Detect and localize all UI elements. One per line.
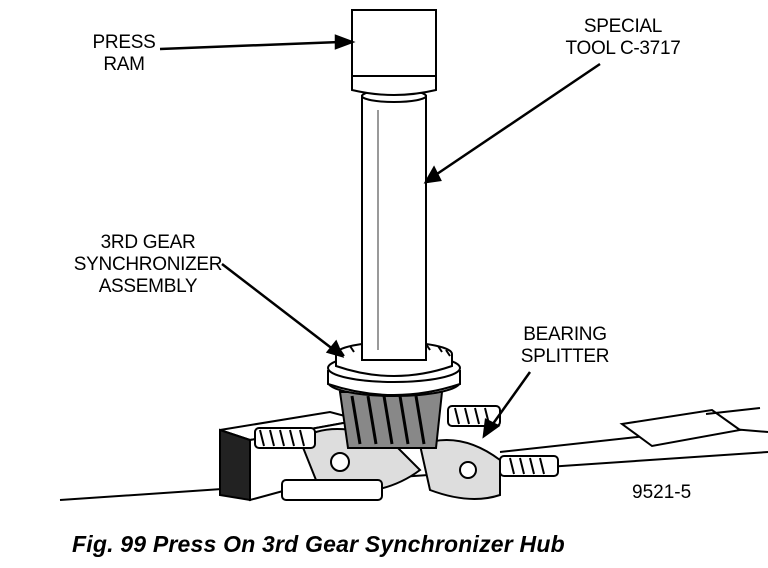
synchronizer-label-line2: SYNCHRONIZER [73, 254, 223, 275]
press-ram-label-line2: RAM [103, 54, 145, 75]
ground-line [59, 451, 768, 501]
special-tool-label: SPECIAL TOOL C-3717 [548, 16, 698, 60]
bearing-splitter-label: BEARING SPLITTER [506, 324, 624, 368]
figure-caption: Fig. 99 Press On 3rd Gear Synchronizer H… [72, 531, 565, 557]
synchronizer-label: 3RD GEAR SYNCHRONIZER ASSEMBLY [68, 232, 228, 298]
bearing-splitter-label-line2: SPLITTER [520, 346, 610, 367]
splitter-bolts [254, 405, 559, 501]
press-rail [499, 407, 768, 453]
press-ram-label: PRESS RAM [86, 32, 162, 76]
special-tool-label-line1: SPECIAL [583, 16, 663, 37]
synchronizer-label-line3: ASSEMBLY [98, 276, 198, 297]
leader-lines [159, 34, 601, 439]
special-tool-label-line2: TOOL C-3717 [565, 38, 681, 59]
bearing-splitter-label-line1: BEARING [523, 324, 607, 345]
press-ram-label-line1: PRESS [92, 32, 156, 53]
special-tool [361, 89, 427, 361]
gear [338, 391, 444, 449]
figure-code: 9521-5 [632, 482, 692, 503]
synchronizer-label-line1: 3RD GEAR [100, 232, 196, 253]
press-ram [351, 9, 437, 96]
